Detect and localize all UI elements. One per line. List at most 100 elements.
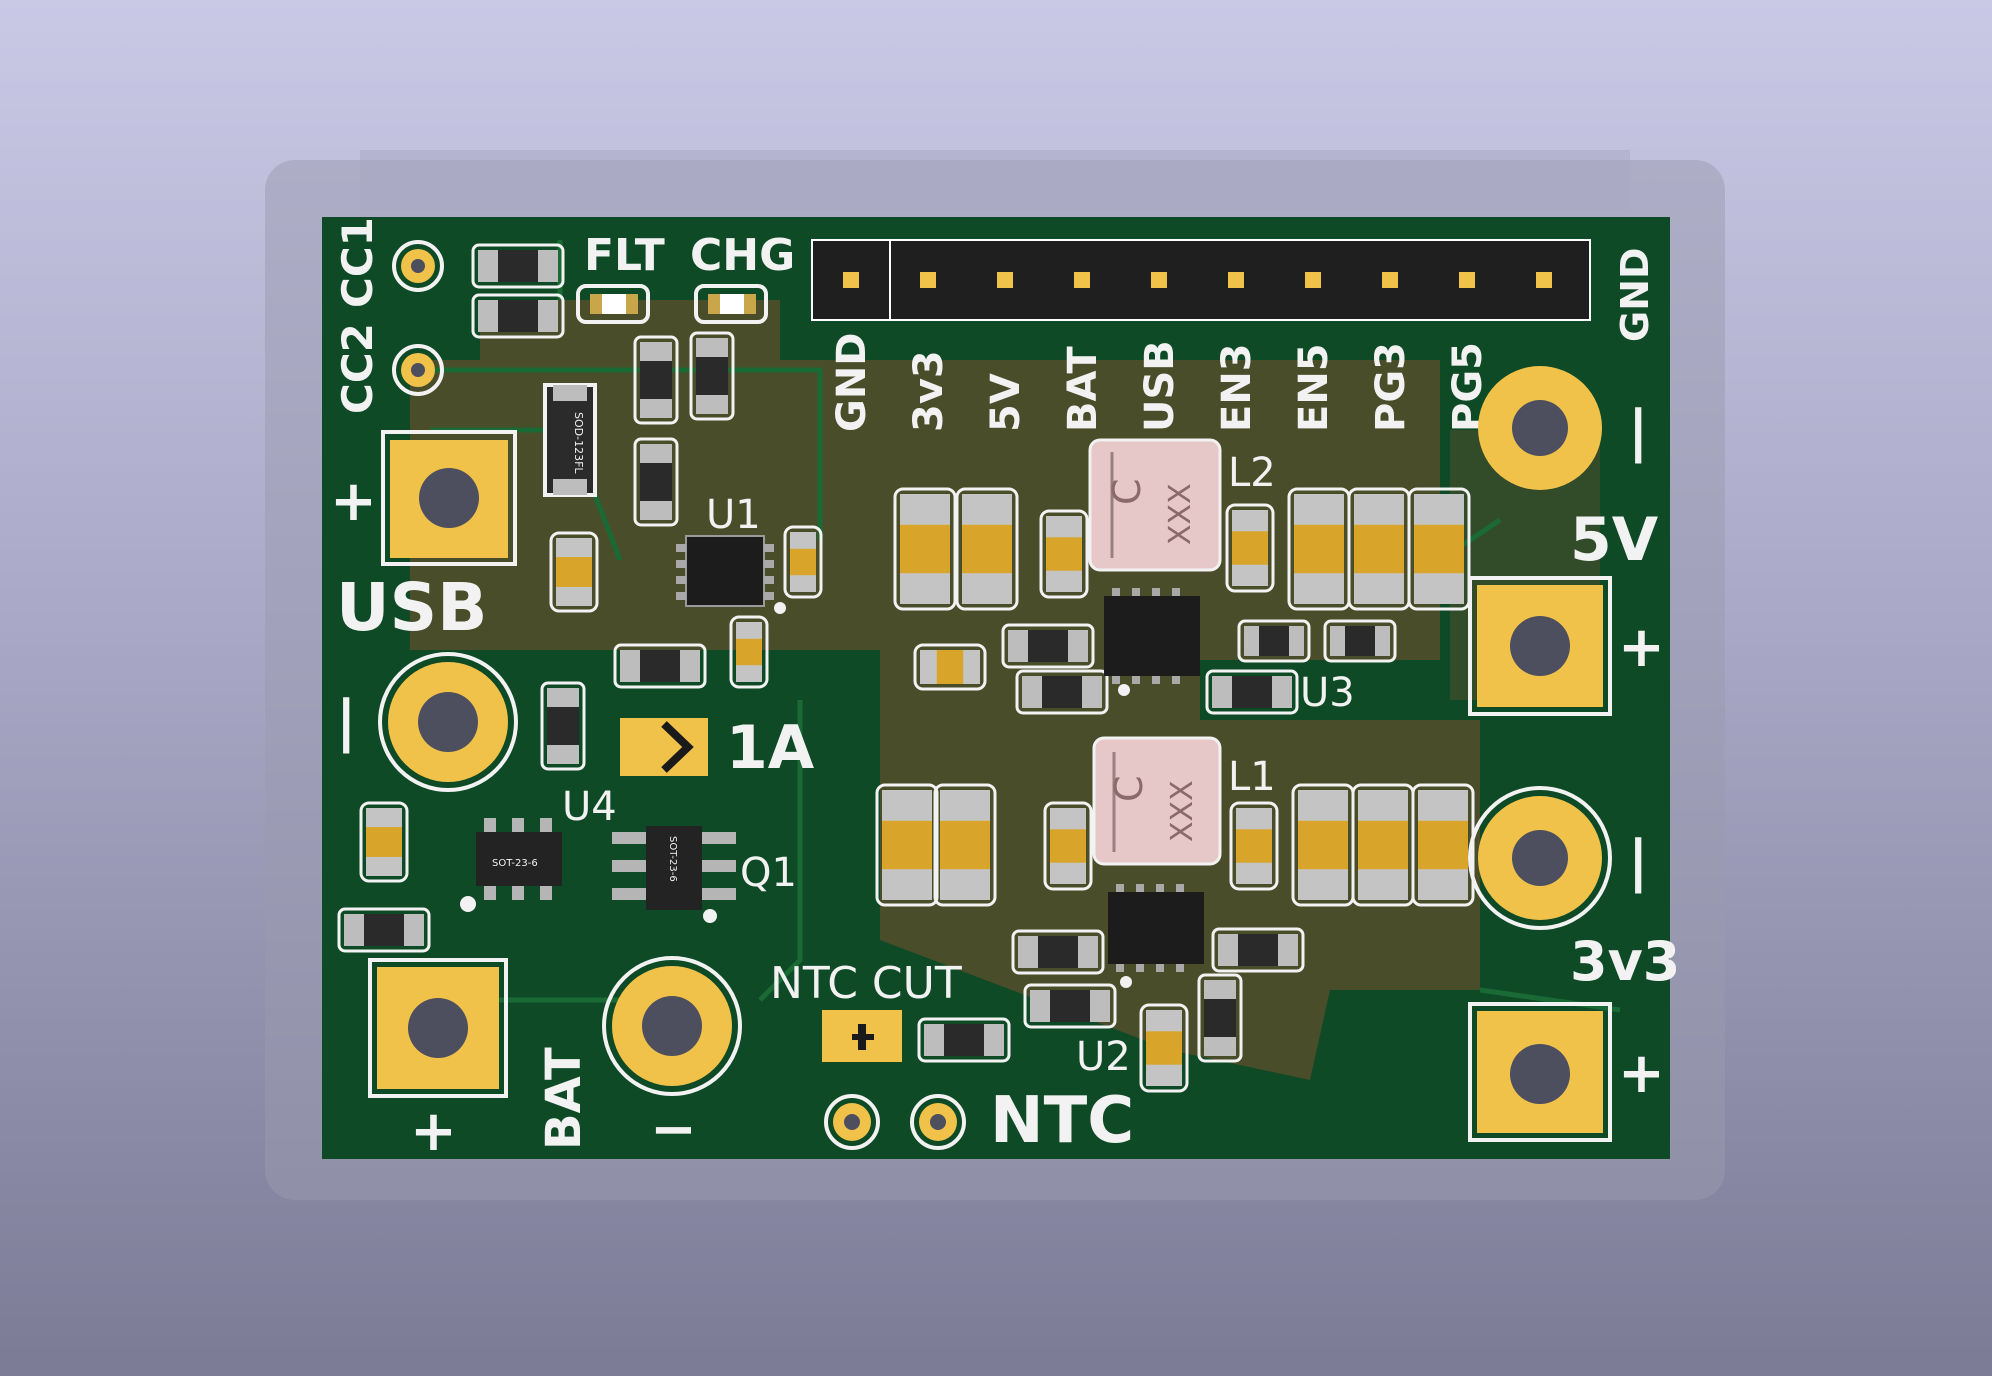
header-pin-9: [1459, 272, 1475, 288]
label-5v-plus: +: [1618, 615, 1665, 680]
capacitor: [549, 531, 599, 613]
label-l1: L1: [1228, 754, 1276, 800]
label-cc2: CC2: [333, 323, 382, 414]
resistor: [917, 1017, 1011, 1063]
resistor: [1001, 623, 1095, 669]
led-flt: [576, 284, 650, 324]
label-u4: U4: [562, 784, 617, 830]
capacitors: [359, 487, 1475, 1093]
header-pin-7: [1305, 272, 1321, 288]
resistor: [1323, 619, 1397, 663]
label-usb-plus: +: [330, 469, 377, 534]
capacitor: [875, 783, 939, 907]
out3v3-minus-pad: [1468, 786, 1612, 930]
header-label-en5: EN5: [1291, 343, 1337, 432]
resistor: [613, 643, 707, 689]
resistor: [471, 293, 565, 339]
label-usb-minus: |: [336, 689, 356, 754]
capacitor: [1229, 801, 1279, 891]
label-u3: U3: [1300, 670, 1355, 716]
header-pin-4: [1074, 272, 1090, 288]
resistor: [1023, 983, 1117, 1029]
label-u2: U2: [1076, 1034, 1131, 1080]
svg-text:SOD-123FL: SOD-123FL: [572, 412, 585, 474]
label-ntc-cut: NTC CUT: [770, 958, 962, 1009]
ic-u4: SOT-23-6: [460, 818, 562, 912]
resistor: [337, 907, 431, 953]
header-label-5v: 5V: [983, 373, 1029, 432]
testpad-ntc-1: [824, 1094, 880, 1150]
label-chg: CHG: [690, 230, 795, 281]
label-bat-minus: −: [650, 1097, 697, 1162]
label-5v-minus: |: [1628, 399, 1648, 464]
capacitor: [729, 615, 769, 689]
resistor: [633, 335, 679, 425]
diode-sod123fl: SOD-123FL: [543, 383, 597, 497]
out3v3-plus-pad: [1468, 1002, 1612, 1142]
capacitor: [783, 525, 823, 599]
svg-text:C: C: [1107, 775, 1151, 802]
ic-u3: [1104, 588, 1200, 696]
resistor: [471, 243, 565, 289]
svg-text:C: C: [1105, 478, 1149, 505]
resistor: [689, 331, 735, 421]
svg-text:SOT-23-6: SOT-23-6: [667, 836, 678, 882]
testpad-cc2: [392, 344, 444, 396]
out5v-minus-pad: [1478, 366, 1602, 490]
capacitor: [1411, 783, 1475, 907]
header-pin-5: [1151, 272, 1167, 288]
testpad-cc1: [392, 240, 444, 292]
header-pin-3: [997, 272, 1013, 288]
header-label-en3: EN3: [1214, 343, 1260, 432]
out5v-plus-pad: [1468, 576, 1612, 716]
capacitor: [1039, 509, 1089, 599]
label-ntc: NTC: [990, 1084, 1134, 1158]
usb-plus-pad: [381, 430, 517, 566]
ic-u2: [1108, 884, 1204, 988]
resistor: [1011, 929, 1105, 975]
capacitor: [955, 487, 1019, 611]
header-pin-6: [1228, 272, 1244, 288]
header-label-pg3: PG3: [1368, 342, 1414, 432]
capacitor: [1407, 487, 1471, 611]
label-3v3-plus: +: [1618, 1041, 1665, 1106]
label-5v: 5V: [1570, 505, 1659, 575]
header-pin-1: [843, 272, 859, 288]
bat-plus-pad: [368, 958, 508, 1098]
resistor: [1211, 927, 1305, 973]
label-q1: Q1: [740, 850, 797, 896]
label-3v3: 3v3: [1570, 930, 1680, 993]
label-cc1: CC1: [333, 217, 382, 308]
header-label-3v3: 3v3: [906, 350, 952, 432]
svg-text:SOT-23-6: SOT-23-6: [492, 858, 538, 869]
led-chg: [694, 284, 768, 324]
header-label-usb: USB: [1137, 340, 1183, 432]
capacitor: [359, 801, 409, 883]
capacitor: [893, 487, 957, 611]
capacitor: [1347, 487, 1411, 611]
header-pin-2: [920, 272, 936, 288]
label-gnd-right: GND: [1613, 247, 1657, 342]
resistor: [1205, 669, 1299, 715]
capacitor: [1351, 783, 1415, 907]
capacitor: [1139, 1003, 1189, 1093]
label-l2: L2: [1228, 450, 1276, 496]
jumper-ntc-cut: [822, 1010, 902, 1062]
capacitor: [1043, 801, 1093, 891]
capacitor: [1225, 503, 1275, 593]
testpad-ntc-2: [910, 1094, 966, 1150]
ic-u1: [676, 535, 786, 614]
transistor-q1: SOT-23-6: [612, 826, 736, 923]
capacitor: [913, 643, 987, 691]
resistor: [1237, 619, 1311, 663]
inductor-l1: C XXX: [1092, 736, 1222, 866]
label-bat: BAT: [536, 1047, 592, 1150]
label-3v3-minus: |: [1628, 829, 1648, 894]
capacitor: [1291, 783, 1355, 907]
resistor: [540, 681, 586, 771]
label-usb: USB: [336, 569, 487, 646]
resistor: [1015, 669, 1109, 715]
bat-minus-pad: [602, 956, 742, 1096]
